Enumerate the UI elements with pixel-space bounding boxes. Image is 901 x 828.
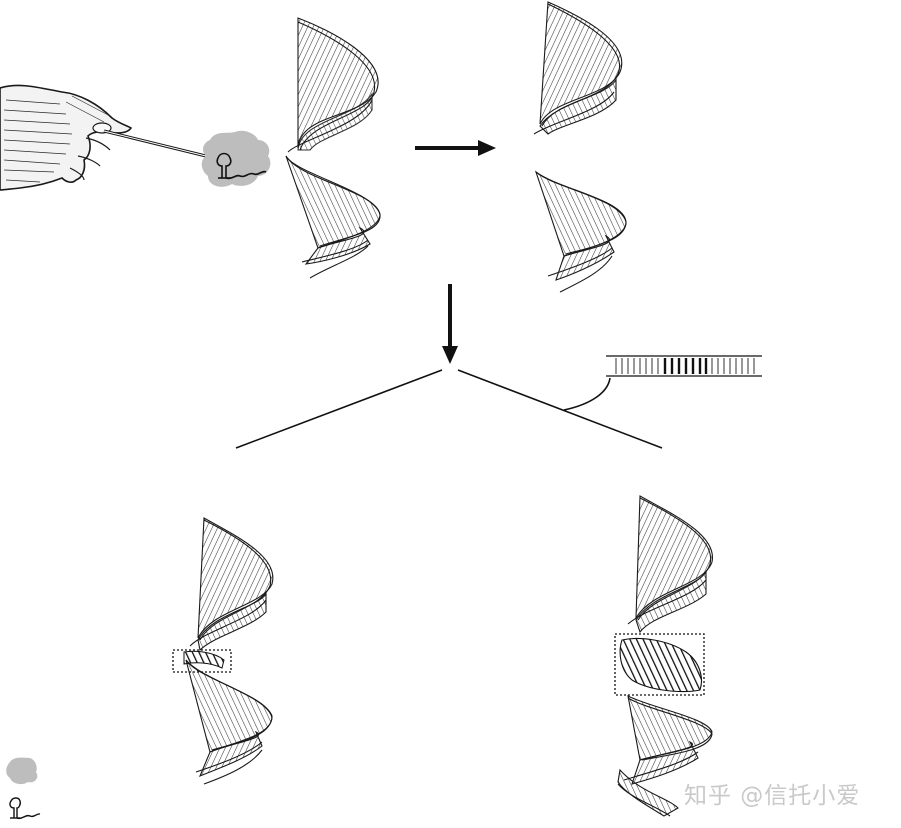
down-arrow-icon bbox=[442, 284, 458, 364]
arrow-icon bbox=[415, 140, 496, 156]
donor-dna-template-icon bbox=[606, 356, 762, 376]
legend-cas9-protein-icon bbox=[6, 758, 37, 784]
hand-holding-tool-icon bbox=[0, 85, 131, 190]
branch-lines bbox=[236, 370, 662, 448]
watermark-text: 知乎 @信托小爱 bbox=[684, 776, 860, 810]
cas9-protein-icon bbox=[202, 131, 271, 187]
dna-helix-intact bbox=[286, 18, 380, 278]
insertion-mark bbox=[620, 639, 701, 692]
dna-helix-cut-upper bbox=[534, 2, 622, 134]
legend-guide-rna-icon bbox=[10, 798, 40, 818]
dna-helix-cut-lower bbox=[536, 172, 626, 292]
